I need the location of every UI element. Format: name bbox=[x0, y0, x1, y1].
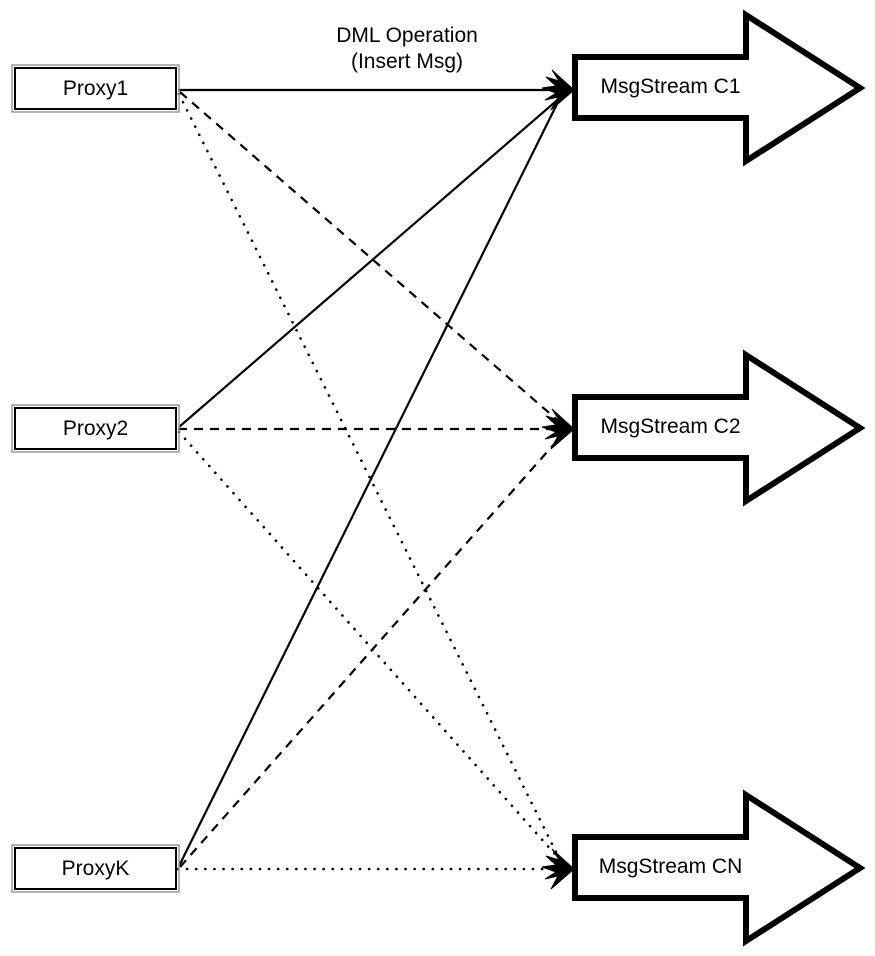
arrowheads-layer bbox=[541, 69, 575, 890]
edge-label-line2: (Insert Msg) bbox=[351, 50, 463, 73]
stream-node-stream_c1[interactable]: MsgStream C1 bbox=[572, 9, 866, 167]
connection-p2-cn bbox=[177, 430, 564, 864]
stream-node-label: MsgStream C2 bbox=[600, 415, 740, 438]
proxy-node-label: ProxyK bbox=[62, 857, 130, 880]
block-arrow-icon bbox=[572, 349, 866, 507]
edge-label: DML Operation (Insert Msg) bbox=[336, 24, 478, 73]
arrowhead-ah-c2 bbox=[541, 408, 575, 450]
connection-pk-c1 bbox=[178, 97, 561, 867]
proxy-box-outline bbox=[11, 844, 180, 893]
proxy-box-outline bbox=[11, 64, 180, 113]
arrowhead-ah-c1 bbox=[541, 69, 575, 111]
stream-node-stream_cn[interactable]: MsgStream CN bbox=[572, 789, 866, 947]
proxy-box bbox=[14, 847, 177, 890]
connection-p2-c1 bbox=[178, 95, 563, 428]
block-arrow-icon bbox=[572, 789, 866, 947]
stream-nodes-layer: MsgStream C1 MsgStream C2 MsgStream CN bbox=[572, 9, 866, 947]
edge-label-line1: DML Operation bbox=[336, 24, 478, 47]
proxy-node-proxy2[interactable]: Proxy2 bbox=[11, 404, 180, 453]
proxy-node-label: Proxy2 bbox=[63, 417, 128, 440]
proxy-box-outline bbox=[11, 404, 180, 453]
connections-layer bbox=[176, 88, 568, 871]
connection-p1-cn bbox=[177, 92, 563, 864]
proxy-box bbox=[14, 67, 177, 110]
stream-node-label: MsgStream C1 bbox=[600, 75, 740, 98]
block-arrow-icon bbox=[572, 9, 866, 167]
proxy-box bbox=[14, 407, 177, 450]
connection-p1-c2 bbox=[179, 91, 564, 426]
proxy-node-proxy1[interactable]: Proxy1 bbox=[11, 64, 180, 113]
proxy-node-proxyk[interactable]: ProxyK bbox=[11, 844, 180, 893]
proxy-node-label: Proxy1 bbox=[63, 77, 128, 100]
stream-node-stream_c2[interactable]: MsgStream C2 bbox=[572, 349, 866, 507]
stream-node-label: MsgStream CN bbox=[599, 855, 743, 878]
arrowhead-ah-cn bbox=[541, 848, 575, 890]
connection-pk-c2 bbox=[179, 433, 564, 868]
